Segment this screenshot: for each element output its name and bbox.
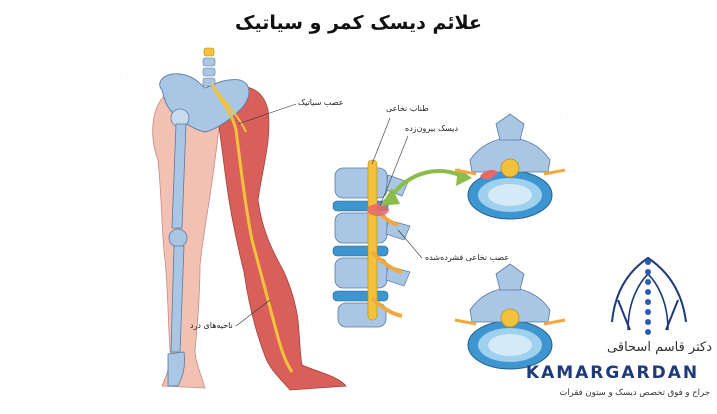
left-foot-bones bbox=[167, 351, 185, 387]
left-tibia bbox=[170, 245, 185, 353]
spinal-cord-label: طناب نخاعی bbox=[386, 104, 429, 113]
healthy-disc-crosssection bbox=[454, 263, 566, 370]
herniated-disc-label: دیسک بیرون‌زده bbox=[405, 124, 459, 133]
svg-text:ⓘ: ⓘ bbox=[430, 378, 444, 394]
pain-area-label: ناحیه‌های درد bbox=[190, 321, 233, 330]
sciatic-nerve-path bbox=[210, 83, 294, 373]
doctor-name: دکتر قاسم اسحاقی bbox=[607, 340, 712, 355]
compressed-nerve-label-line bbox=[397, 229, 423, 259]
watermark-pattern: ⓘ ⓘ ⓘ ⓘ bbox=[120, 68, 574, 394]
left-knee bbox=[168, 228, 188, 248]
brand-subtitle: جراح و فوق تخصص دیسک و ستون فقرات bbox=[559, 388, 710, 398]
sciatic-nerve-label: عصب سیاتیک bbox=[298, 98, 344, 107]
herniated-disc-label-line bbox=[379, 135, 409, 207]
kamargardan-logo bbox=[611, 256, 687, 335]
compressed-nerve-label: عصب نخاعی فشرده‌شده bbox=[425, 253, 510, 262]
legs-figure bbox=[152, 47, 347, 391]
spinal-cord-label-line bbox=[371, 117, 391, 165]
herniated-disc-highlight bbox=[367, 204, 389, 216]
svg-text:ⓘ: ⓘ bbox=[300, 318, 314, 334]
pain-area-label-line bbox=[235, 299, 271, 327]
svg-text:ⓘ: ⓘ bbox=[120, 68, 134, 84]
herniated-disc-crosssection bbox=[454, 113, 566, 220]
page-title: علائم دیسک کمر و سیاتیک bbox=[235, 12, 482, 34]
connection-arrow bbox=[388, 169, 463, 200]
right-leg-muscle bbox=[214, 86, 347, 391]
brand-logo-text: KAMARGARDAN bbox=[525, 363, 700, 383]
svg-text:ⓘ: ⓘ bbox=[560, 108, 574, 124]
left-femur bbox=[171, 123, 187, 229]
figure-spine bbox=[202, 47, 216, 87]
spine-segment bbox=[332, 159, 411, 328]
sciatic-label-line bbox=[237, 103, 297, 125]
